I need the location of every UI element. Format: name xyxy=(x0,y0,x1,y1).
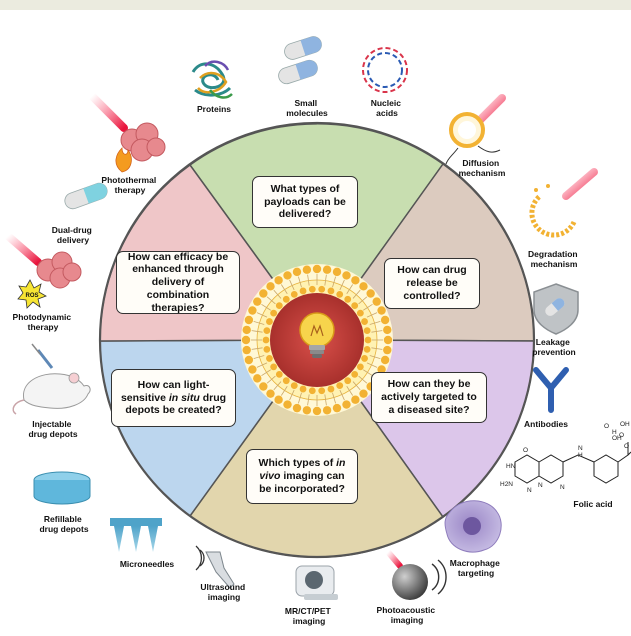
diffusion-liposome-icon xyxy=(445,94,506,165)
svg-text:OH: OH xyxy=(620,421,630,428)
photothermal-cells-icon xyxy=(88,92,166,173)
svg-text:N: N xyxy=(560,484,565,491)
capsules-icon xyxy=(278,36,322,85)
proteins-icon xyxy=(191,60,233,99)
label-photodynamic: Photodynamic therapy xyxy=(13,312,74,332)
flame-icon xyxy=(115,147,132,173)
svg-text:O: O xyxy=(604,423,609,430)
label-proteins: Proteins xyxy=(197,104,231,114)
svg-text:OH: OH xyxy=(612,435,622,442)
label-macrophage: Macrophage targeting xyxy=(450,558,502,578)
label-diffusion: Diffusion mechanism xyxy=(459,158,506,178)
svg-text:N: N xyxy=(578,445,583,452)
svg-text:H: H xyxy=(578,452,583,459)
degradation-liposome-icon xyxy=(529,168,598,238)
question-depots: How can light-sensitive in situ drug dep… xyxy=(111,369,236,427)
label-antibodies: Antibodies xyxy=(524,419,568,429)
label-degradation: Degradation mechanism xyxy=(528,249,580,269)
svg-text:O: O xyxy=(523,447,528,454)
label-dual-drug: Dual-drug delivery xyxy=(52,225,95,245)
label-mr-ct-pet: MR/CT/PET imaging xyxy=(285,606,333,626)
label-refillable: Refillable drug depots xyxy=(39,514,88,534)
svg-text:O: O xyxy=(624,443,629,450)
photoacoustic-sphere-icon xyxy=(385,549,447,600)
question-targeting: How can they be actively targeted to a d… xyxy=(371,372,487,423)
folic-acid-structure xyxy=(514,442,631,484)
label-microneedles: Microneedles xyxy=(120,559,175,569)
label-folic-acid: Folic acid xyxy=(573,499,612,509)
shield-icon xyxy=(533,283,579,335)
label-nucleic-acids: Nucleic acids xyxy=(371,98,404,118)
label-ultrasound: Ultrasound imaging xyxy=(200,582,247,602)
label-injectable: Injectable drug depots xyxy=(28,419,77,439)
folic-acid-atoms: O N HN H2N N N N H H O OH O OH O xyxy=(500,421,630,494)
dual-capsule-icon xyxy=(64,182,108,210)
svg-text:H: H xyxy=(612,429,617,436)
label-photoacoustic: Photoacoustic imaging xyxy=(377,605,438,625)
ros-badge: ROS xyxy=(25,293,38,299)
antibody-icon xyxy=(533,367,569,413)
question-release: How can drug release be controlled? xyxy=(384,258,480,309)
label-leakage: Leakage prevention xyxy=(532,337,575,357)
mri-scanner-icon xyxy=(295,565,338,600)
question-payloads: What types of payloads can be delivered? xyxy=(252,176,358,228)
label-small-molecules: Small molecules xyxy=(286,98,328,118)
mouse-icon xyxy=(12,343,91,415)
central-liposome xyxy=(241,264,393,416)
svg-text:H2N: H2N xyxy=(500,481,513,488)
top-bar xyxy=(0,0,631,10)
nucleic-acid-icon xyxy=(362,47,408,93)
question-imaging: Which types of in vivo imaging can be in… xyxy=(246,449,358,504)
svg-text:N: N xyxy=(538,482,543,489)
svg-text:HN: HN xyxy=(506,463,516,470)
photodynamic-cells-icon: ROS xyxy=(4,232,82,309)
svg-text:N: N xyxy=(527,487,532,494)
microneedles-icon xyxy=(110,518,162,552)
ultrasound-probe-icon xyxy=(195,545,235,589)
lightbulb-icon xyxy=(299,312,335,358)
label-photothermal: Photothermal therapy xyxy=(101,175,158,195)
svg-text:O: O xyxy=(619,432,624,439)
macrophage-icon xyxy=(444,500,502,553)
question-combination: How can efficacy be enhanced through del… xyxy=(116,251,240,314)
refillable-depot-icon xyxy=(33,471,91,505)
